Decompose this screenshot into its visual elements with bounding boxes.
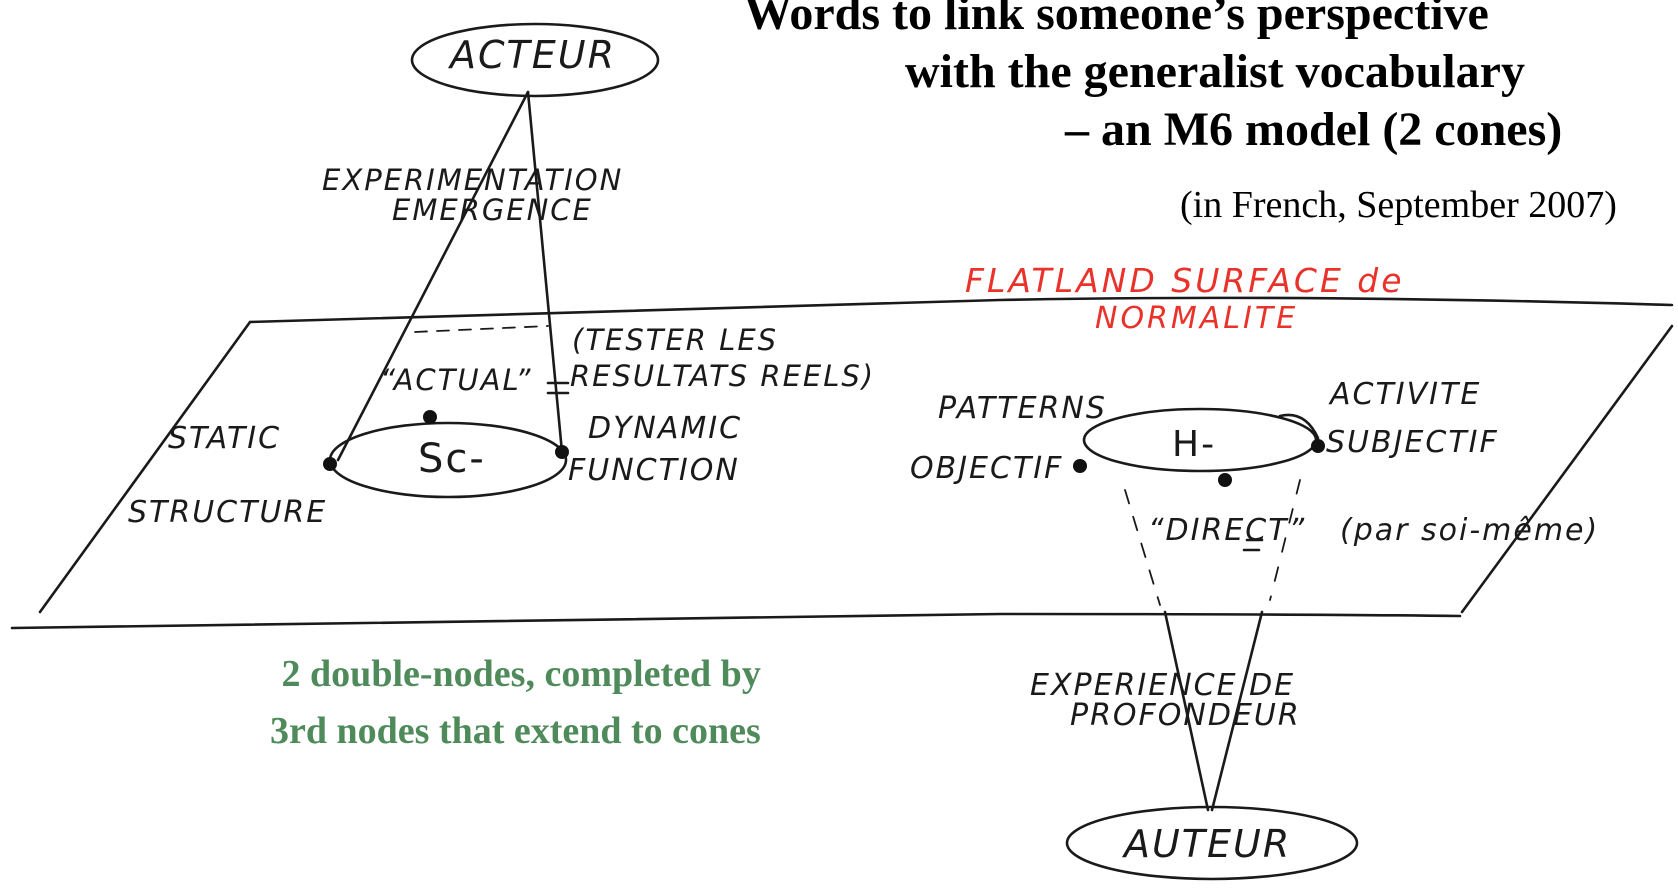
resultats-reels-label: RESULTATS REELS) <box>570 359 875 393</box>
structure-label: STRUCTURE <box>128 495 327 530</box>
subjectif-label: SUBJECTIF <box>1326 425 1499 460</box>
acteur-label: ACTEUR <box>447 33 616 77</box>
sc-node-label: Sc- <box>418 436 486 482</box>
profondeur-label: PROFONDEUR <box>1070 698 1301 733</box>
flatland-plane-right-edge <box>1460 324 1674 614</box>
experimentation-label: EXPERIMENTATION <box>322 163 623 197</box>
lower-cone-dashed-left <box>1124 489 1161 606</box>
caption: 2 double-nodes, completed by 3rd nodes t… <box>270 646 761 760</box>
lower-cone-right-line <box>1210 610 1264 812</box>
h-node-arrow <box>1278 413 1320 440</box>
acteur-ellipse <box>410 22 660 98</box>
function-label: FUNCTION <box>568 453 740 488</box>
auteur-ellipse <box>1065 805 1359 881</box>
caption-line-2: 3rd nodes that extend to cones <box>270 710 761 752</box>
title-line-3: – an M6 model (2 cones) <box>1065 103 1563 156</box>
objectif-dot <box>1073 459 1087 473</box>
upper-cone-right-line <box>526 90 564 454</box>
direct-label: “DIRECT” <box>1148 513 1306 548</box>
subjectif-dot <box>1311 439 1325 453</box>
subtitle: (in French, September 2007) <box>1180 184 1617 226</box>
patterns-label: PATTERNS <box>938 391 1107 426</box>
upper-cone-left-line <box>336 90 530 462</box>
flatland-plane-left-edge <box>38 320 252 614</box>
tester-les-label: (TESTER LES <box>572 323 778 357</box>
dynamic-label: DYNAMIC <box>588 411 742 446</box>
flatland-plane-front-edge <box>10 612 1462 630</box>
actual-label: “ACTUAL” <box>380 363 532 397</box>
actual-dot <box>423 410 437 424</box>
static-structure-dot <box>323 457 337 471</box>
emergence-label: EMERGENCE <box>392 193 593 227</box>
lower-cone-dashed-right <box>1269 479 1301 601</box>
experience-de-label: EXPERIENCE DE <box>1030 668 1295 703</box>
title-line-1: Words to link someone’s perspective <box>744 0 1489 40</box>
par-soi-meme-label: (par soi-même) <box>1340 513 1599 548</box>
h-node-label: H- <box>1172 424 1216 465</box>
activite-label: ACTIVITE <box>1328 377 1481 412</box>
direct-equals-mark <box>1242 538 1264 552</box>
static-label: STATIC <box>168 421 281 456</box>
dynamic-function-dot <box>555 445 569 459</box>
upper-cone-dashed-line <box>414 325 549 333</box>
normalite-label: NORMALITE <box>1095 301 1298 336</box>
caption-line-1: 2 double-nodes, completed by <box>281 653 761 695</box>
flatland-plane-back-edge <box>248 296 1674 324</box>
actual-equals-mark <box>546 381 570 395</box>
flatland-label: FLATLAND SURFACE de <box>965 261 1405 300</box>
title-line-2: with the generalist vocabulary <box>905 45 1525 98</box>
objectif-label: OBJECTIF <box>910 451 1063 486</box>
auteur-label: AUTEUR <box>1121 822 1291 866</box>
direct-dot <box>1218 473 1232 487</box>
lower-cone-left-line <box>1163 610 1210 812</box>
